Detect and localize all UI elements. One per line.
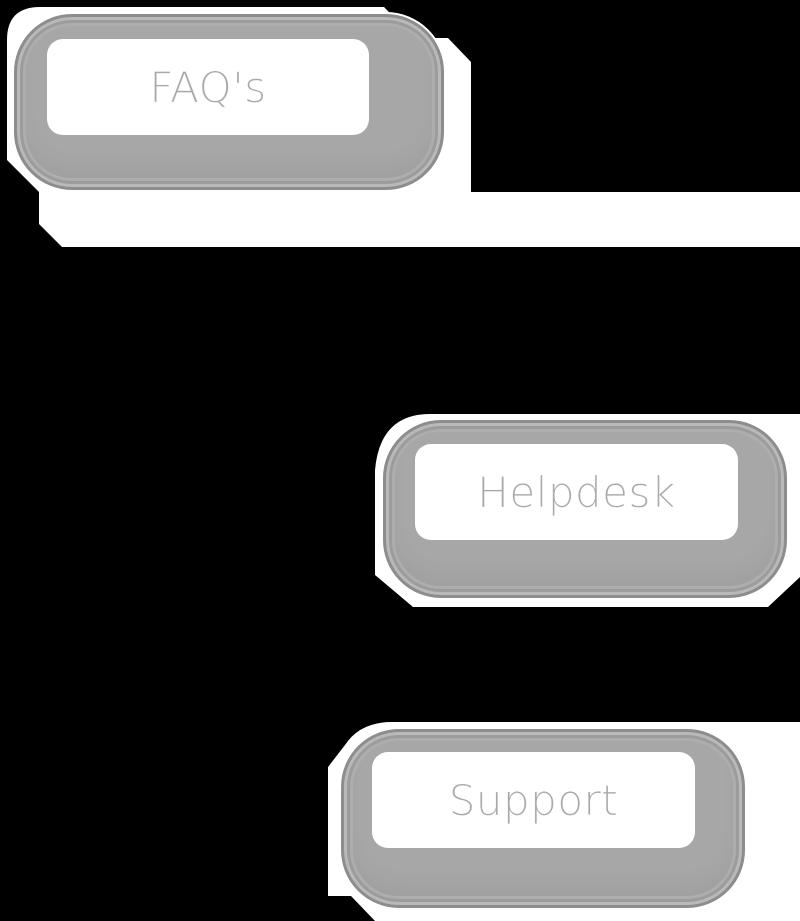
support-button-face[interactable]: Support xyxy=(372,752,695,848)
helpdesk-button-face[interactable]: Helpdesk xyxy=(415,444,738,540)
support-button-label: Support xyxy=(448,775,619,825)
faq-button-label: FAQ's xyxy=(149,62,267,112)
support-button[interactable]: Support xyxy=(341,729,745,908)
helpdesk-button[interactable]: Helpdesk xyxy=(383,420,787,598)
faq-button-face[interactable]: FAQ's xyxy=(47,39,369,135)
helpdesk-button-label: Helpdesk xyxy=(477,467,676,517)
faq-button[interactable]: FAQ's xyxy=(14,14,444,190)
